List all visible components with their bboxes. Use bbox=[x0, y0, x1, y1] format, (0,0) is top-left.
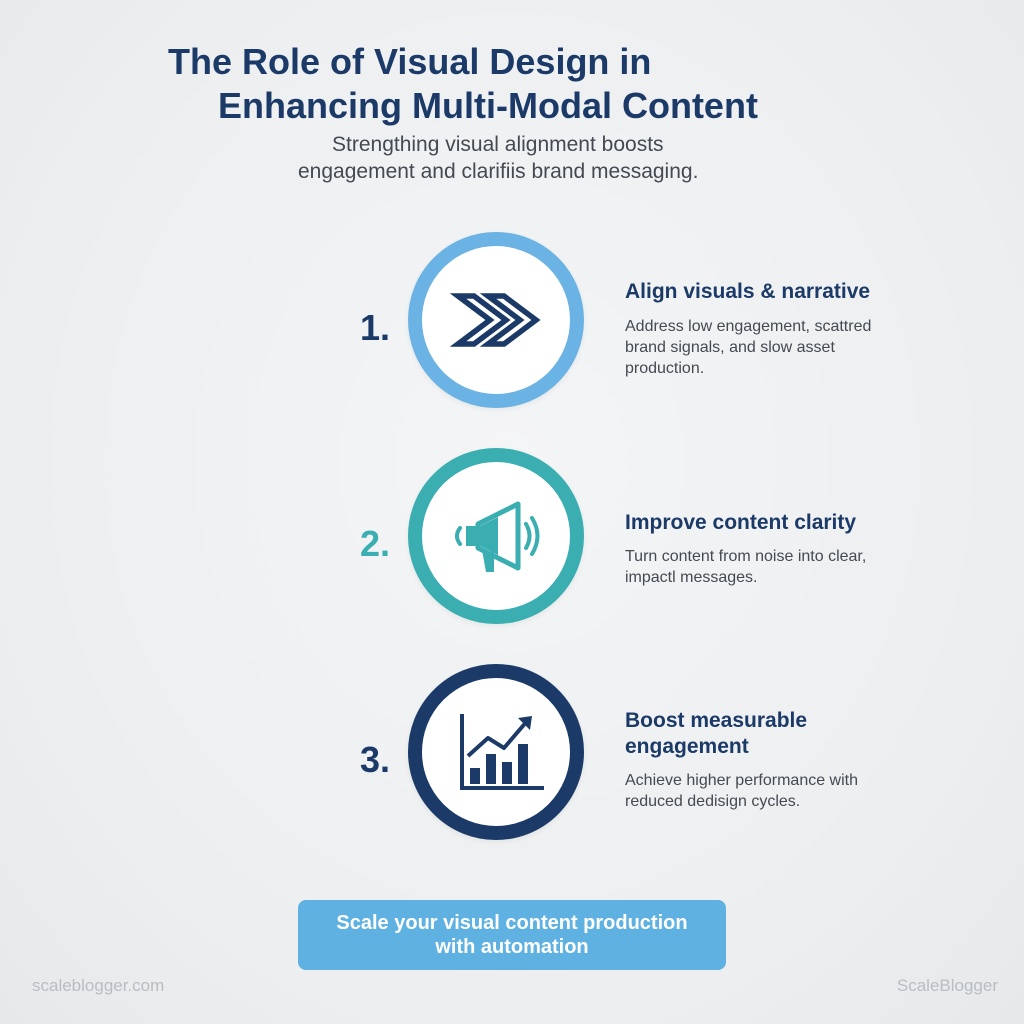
step-2-number: 2. bbox=[360, 523, 391, 564]
bar-chart-growth-icon bbox=[460, 714, 544, 790]
page-subtitle: Strengthing visual alignment boosts enga… bbox=[0, 132, 1024, 192]
step-1-number: 1. bbox=[360, 307, 391, 348]
step-2: 2. Improve content clarity Turn content … bbox=[0, 448, 1024, 648]
page-subtitle-line-1: Strengthing visual alignment boosts bbox=[332, 133, 664, 156]
step-2-description: Turn content from noise into clear, impa… bbox=[625, 548, 867, 586]
megaphone-icon bbox=[455, 501, 540, 572]
step-2-icon-ring bbox=[408, 448, 584, 624]
step-3-description: Achieve higher performance with reduced … bbox=[625, 772, 859, 810]
footer-brand: ScaleBlogger bbox=[896, 976, 998, 995]
page-subtitle-line-2: engagement and clarifiis brand messaging… bbox=[298, 160, 699, 183]
page-title-line-1: The Role of Visual Design in bbox=[168, 41, 652, 82]
step-1-description: Address low engagement, scattred brand s… bbox=[625, 318, 872, 377]
page-title-line-2: Enhancing Multi-Modal Content bbox=[218, 85, 758, 126]
step-1: 1. Align visuals & narrative Address low… bbox=[0, 232, 1024, 432]
double-chevron-right-icon bbox=[449, 293, 541, 347]
step-3: 3. Boost measurable engagement Achieve h… bbox=[0, 664, 1024, 864]
step-3-number: 3. bbox=[360, 739, 391, 780]
cta-button[interactable]: Scale your visual content production wit… bbox=[298, 900, 726, 970]
step-1-icon-ring bbox=[408, 232, 584, 408]
step-3-icon-ring bbox=[408, 664, 584, 840]
step-1-title: Align visuals & narrative bbox=[625, 280, 871, 303]
footer-website: scaleblogger.com bbox=[32, 976, 165, 995]
step-2-title: Improve content clarity bbox=[625, 511, 857, 534]
page-title: The Role of Visual Design in Enhancing M… bbox=[0, 40, 1024, 130]
step-3-title: Boost measurable engagement bbox=[625, 709, 808, 758]
